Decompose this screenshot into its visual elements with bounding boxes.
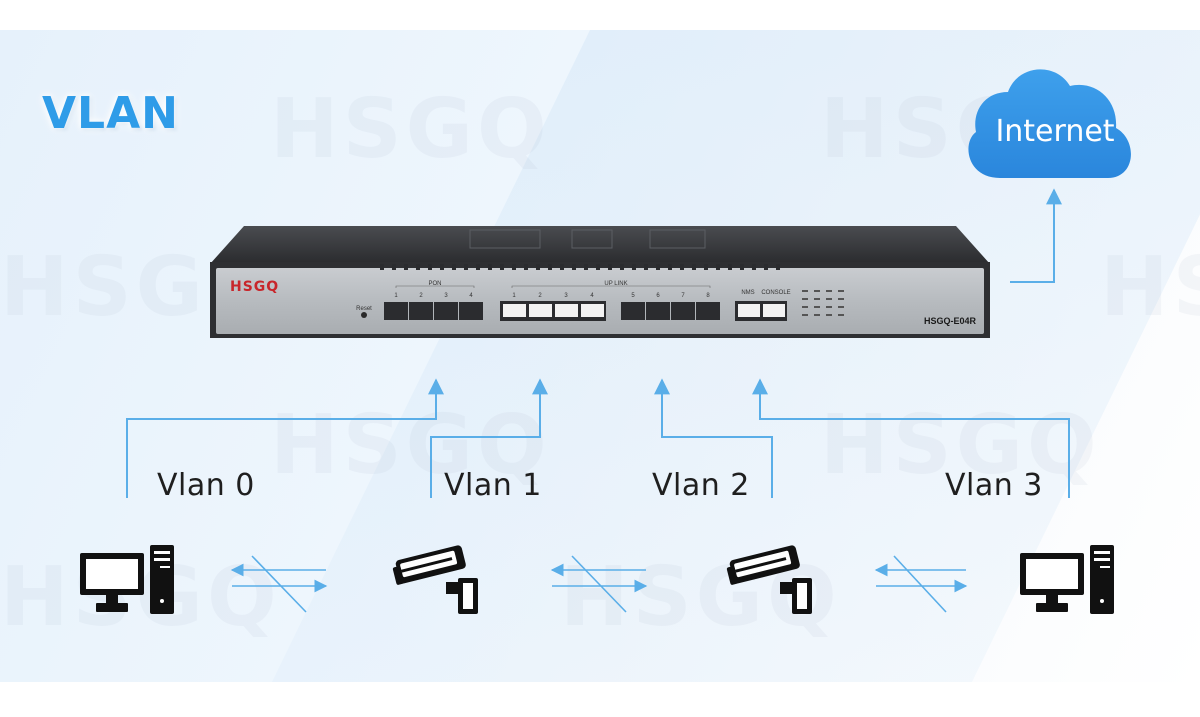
port-number-label: 4 xyxy=(469,293,473,299)
blocked-link-icon xyxy=(230,555,328,613)
pon-port[interactable] xyxy=(459,302,483,320)
port-number-label: 1 xyxy=(394,293,398,299)
blocked-link-icon xyxy=(550,555,648,613)
vlan-3-label: Vlan 3 xyxy=(945,468,1043,503)
vent-grille xyxy=(649,229,706,249)
uplink-sfp-port[interactable] xyxy=(621,302,645,320)
uplink-port[interactable] xyxy=(503,304,526,317)
uplink-port[interactable] xyxy=(529,304,552,317)
olt-device: HSGQ Reset PON 1 2 3 4 UP LINK 1 2 3 4 5 6 7 8 xyxy=(210,226,990,338)
uplink-rj45-block xyxy=(500,301,606,321)
camera-icon xyxy=(726,545,812,614)
uplink-label: UP LINK xyxy=(604,281,627,287)
reset-button[interactable] xyxy=(361,312,367,318)
page-title: VLAN xyxy=(42,88,179,139)
watermark: HSGQ xyxy=(820,398,1101,493)
pon-port[interactable] xyxy=(434,302,458,320)
port-number-label: 2 xyxy=(419,293,423,299)
model-label: HSGQ-E04R xyxy=(924,316,977,326)
isolation-arrows xyxy=(230,555,968,613)
vlan-3-line xyxy=(752,378,1070,498)
port-number-label: 8 xyxy=(706,293,710,299)
pon-bracket xyxy=(395,285,475,288)
brand-logo: HSGQ xyxy=(230,279,279,295)
vlan-1-label: Vlan 1 xyxy=(444,468,542,503)
camera-icon xyxy=(392,545,478,614)
internet-cloud-icon xyxy=(968,69,1131,178)
uplink-sfp-port[interactable] xyxy=(696,302,720,320)
status-led-grid xyxy=(802,290,844,316)
vent-grille xyxy=(469,229,541,249)
nms-port[interactable] xyxy=(738,304,760,317)
computer-icon xyxy=(80,545,174,614)
blocked-link-icon xyxy=(874,555,968,613)
watermark: HSGQ xyxy=(1100,240,1200,335)
uplink-sfp-port[interactable] xyxy=(646,302,670,320)
uplink-connection-line xyxy=(1010,188,1062,283)
vlan-2-label: Vlan 2 xyxy=(652,468,750,503)
port-number-label: 6 xyxy=(656,293,660,299)
internet-label: Internet xyxy=(995,114,1115,149)
computer-icon xyxy=(1020,545,1114,614)
pon-port[interactable] xyxy=(384,302,408,320)
uplink-port[interactable] xyxy=(555,304,578,317)
port-number-label: 3 xyxy=(564,293,568,299)
watermark: HSGQ xyxy=(270,398,551,493)
vent-grille xyxy=(571,229,613,249)
vent-slots xyxy=(380,264,780,270)
uplink-port-labels: 1 2 3 4 5 6 7 8 xyxy=(512,293,710,299)
pon-port-labels: 1 2 3 4 xyxy=(394,293,473,299)
console-port[interactable] xyxy=(763,304,785,317)
port-number-label: 5 xyxy=(631,293,635,299)
vlan-2-line xyxy=(654,378,773,498)
uplink-bracket xyxy=(511,285,711,288)
port-number-label: 7 xyxy=(681,293,685,299)
port-number-label: 4 xyxy=(590,293,594,299)
watermark: HSGQ xyxy=(270,82,551,177)
vlan-0-label: Vlan 0 xyxy=(157,468,255,503)
vlan-connections xyxy=(126,378,1070,498)
uplink-sfp-port[interactable] xyxy=(671,302,695,320)
port-number-label: 3 xyxy=(444,293,448,299)
reset-label: Reset xyxy=(356,306,372,312)
pon-ports xyxy=(384,302,483,320)
vlan-1-line xyxy=(430,378,548,498)
uplink-ports xyxy=(500,301,720,321)
nms-label: NMS xyxy=(741,290,754,296)
uplink-port[interactable] xyxy=(581,304,604,317)
port-number-label: 2 xyxy=(538,293,542,299)
device-top-panel xyxy=(210,226,990,264)
pon-port[interactable] xyxy=(409,302,433,320)
console-label: CONSOLE xyxy=(761,290,790,296)
port-number-label: 1 xyxy=(512,293,516,299)
vlan-0-line xyxy=(126,378,444,498)
pon-label: PON xyxy=(428,281,441,287)
